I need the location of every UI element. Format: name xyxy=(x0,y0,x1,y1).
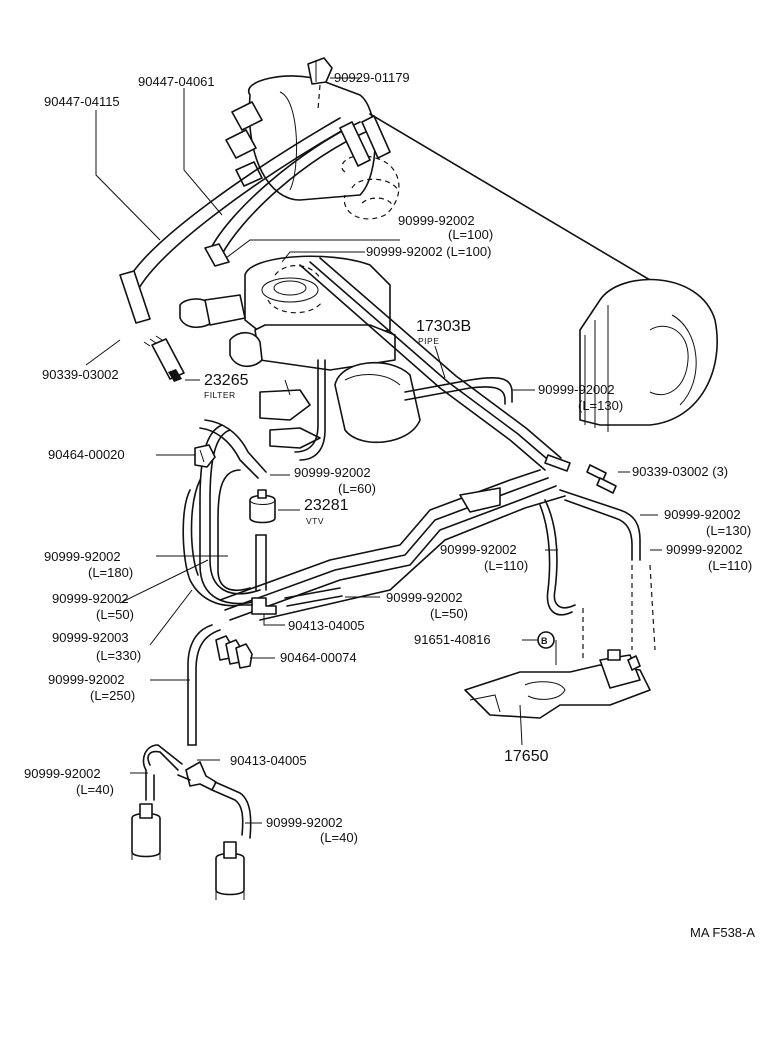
callout-b-letter: B xyxy=(541,636,548,646)
label-90413-04005-upper: 90413-04005 xyxy=(288,618,365,633)
label-90929-01179: 90929-01179 xyxy=(334,70,410,85)
label-91651-40816: 91651-40816 xyxy=(414,632,491,647)
lower-tee-and-hoses xyxy=(131,744,252,900)
vacuum-clip-top xyxy=(307,57,333,85)
label-hose-l130-b-len: (L=130) xyxy=(706,523,752,538)
clips-90464-00074 xyxy=(215,635,253,669)
label-90339-03002-right: 90339-03002 (3) xyxy=(632,464,729,479)
leader-lines xyxy=(85,77,662,824)
label-17650: 17650 xyxy=(504,748,549,765)
hose-l130-upper xyxy=(404,376,513,403)
loop-hoses xyxy=(182,424,263,607)
label-hose-l330-len: (L=330) xyxy=(96,648,142,663)
label-hose-l100-b: 90999-92002 (L=100) xyxy=(366,244,492,259)
label-90447-04115: 90447-04115 xyxy=(44,94,120,109)
hose-l250 xyxy=(187,624,221,746)
vtv-23281 xyxy=(199,359,326,591)
label-23281: 23281 xyxy=(304,497,349,514)
carburetor-illustration xyxy=(179,255,421,449)
label-hose-l50-b-len: (L=50) xyxy=(430,606,468,621)
filter-23265 xyxy=(143,335,185,382)
label-hose-l180-len: (L=180) xyxy=(88,565,134,580)
label-hose-l100-a-part: 90999-92002 xyxy=(398,213,475,228)
label-hose-l50-a-len: (L=50) xyxy=(96,607,134,622)
tee-90413-upper xyxy=(239,587,343,615)
label-hose-l250-part: 90999-92002 xyxy=(48,672,125,687)
label-hose-l40-a-len: (L=40) xyxy=(76,782,114,797)
label-hose-l110-b-len: (L=110) xyxy=(708,558,753,573)
label-90464-00074: 90464-00074 xyxy=(280,650,357,665)
label-90413-04005-lower: 90413-04005 xyxy=(230,753,307,768)
label-17303b: 17303B xyxy=(416,318,472,335)
label-hose-l180-part: 90999-92002 xyxy=(44,549,121,564)
label-23281-sub: VTV xyxy=(306,516,325,526)
label-hose-l50-b-part: 90999-92002 xyxy=(386,590,463,605)
pipe-17303b xyxy=(219,257,566,621)
label-hose-l130-a-part: 90999-92002 xyxy=(538,382,615,397)
label-23265: 23265 xyxy=(204,372,249,389)
label-hose-l110-b-part: 90999-92002 xyxy=(666,542,743,557)
label-23265-sub: FILTER xyxy=(204,390,236,400)
label-hose-l330-part: 90999-92003 xyxy=(52,630,129,645)
label-hose-l40-b-len: (L=40) xyxy=(320,830,358,845)
label-90447-04061: 90447-04061 xyxy=(138,74,215,89)
distributor-vacuum-lines xyxy=(119,115,391,324)
diagram-code: MA F538-A xyxy=(690,925,756,940)
clip-90464-00020 xyxy=(194,444,216,468)
label-hose-l40-b-part: 90999-92002 xyxy=(266,815,343,830)
label-hose-l60-len: (L=60) xyxy=(338,481,376,496)
label-hose-l100-a-len: (L=100) xyxy=(448,227,494,242)
label-hose-l40-a-part: 90999-92002 xyxy=(24,766,101,781)
label-90464-00020: 90464-00020 xyxy=(48,447,125,462)
bracket-17650 xyxy=(464,564,656,746)
label-hose-l60-part: 90999-92002 xyxy=(294,465,371,480)
label-hose-l130-b-part: 90999-92002 xyxy=(664,507,741,522)
label-hose-l110-a-len: (L=110) xyxy=(484,558,529,573)
label-hose-l50-a-part: 90999-92002 xyxy=(52,591,129,606)
label-hose-l130-a-len: (L=130) xyxy=(578,398,624,413)
air-cleaner-illustration xyxy=(579,278,718,432)
label-hose-l250-len: (L=250) xyxy=(90,688,136,703)
air-cleaner-line xyxy=(369,113,651,281)
label-17303b-sub: PIPE xyxy=(418,336,440,346)
label-90339-03002-left: 90339-03002 xyxy=(42,367,119,382)
label-hose-l110-a-part: 90999-92002 xyxy=(440,542,517,557)
right-hoses xyxy=(539,454,641,616)
